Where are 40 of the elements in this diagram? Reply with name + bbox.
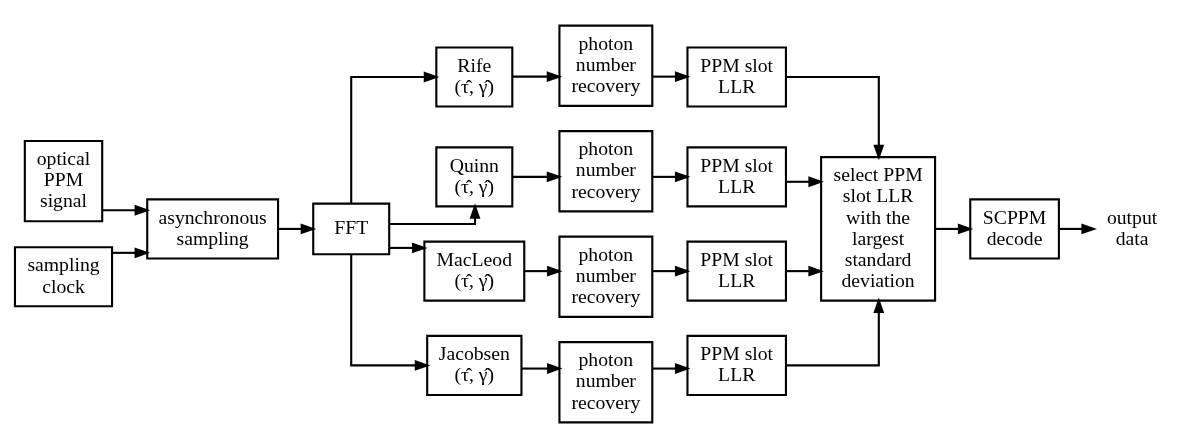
arrow	[521, 362, 563, 374]
node-box: FFT	[312, 202, 391, 255]
node-box: PPM slot LLR	[686, 240, 787, 302]
node-box: PPM slot LLR	[686, 45, 787, 108]
arrow	[389, 202, 481, 225]
arrow	[389, 242, 428, 253]
node-box: photon number recovery	[558, 129, 654, 212]
arrow	[512, 170, 563, 182]
arrow	[786, 297, 885, 366]
node-box: PPM slot LLR	[686, 145, 787, 207]
arrow	[652, 362, 691, 374]
node-box: Jacobsen (τ̂, γ̂)	[426, 334, 523, 396]
node-box: Rife (τ̂, γ̂)	[435, 45, 514, 108]
arrow	[935, 223, 974, 234]
node-box: PPM slot LLR	[686, 334, 787, 396]
arrow	[278, 223, 317, 234]
node-box: sampling clock	[13, 245, 114, 307]
node-box: photon number recovery	[558, 235, 654, 318]
arrow	[786, 265, 824, 277]
arrow	[350, 254, 431, 371]
arrow	[786, 75, 885, 160]
node-box: MacLeod (τ̂, γ̂)	[423, 240, 526, 302]
node-box: photon number recovery	[558, 24, 654, 107]
arrow	[524, 265, 563, 277]
arrow	[350, 71, 440, 203]
node-box: Quinn (τ̂, γ̂)	[435, 145, 514, 207]
arrow	[512, 70, 563, 82]
arrow	[652, 170, 691, 182]
arrow	[786, 175, 824, 187]
arrow	[652, 70, 691, 82]
arrow	[652, 265, 691, 277]
arrow	[1059, 223, 1097, 234]
node-box: photon number recovery	[558, 340, 654, 423]
node-box: optical PPM signal	[23, 139, 104, 222]
node-box: SCPPM decode	[969, 197, 1060, 260]
arrow	[102, 204, 151, 216]
node-box: asynchronous sampling	[146, 197, 280, 260]
node-text: output data	[1106, 205, 1158, 249]
node-box: select PPM slot LLR with the largest standard deviation	[820, 155, 937, 302]
arrow	[112, 246, 151, 258]
